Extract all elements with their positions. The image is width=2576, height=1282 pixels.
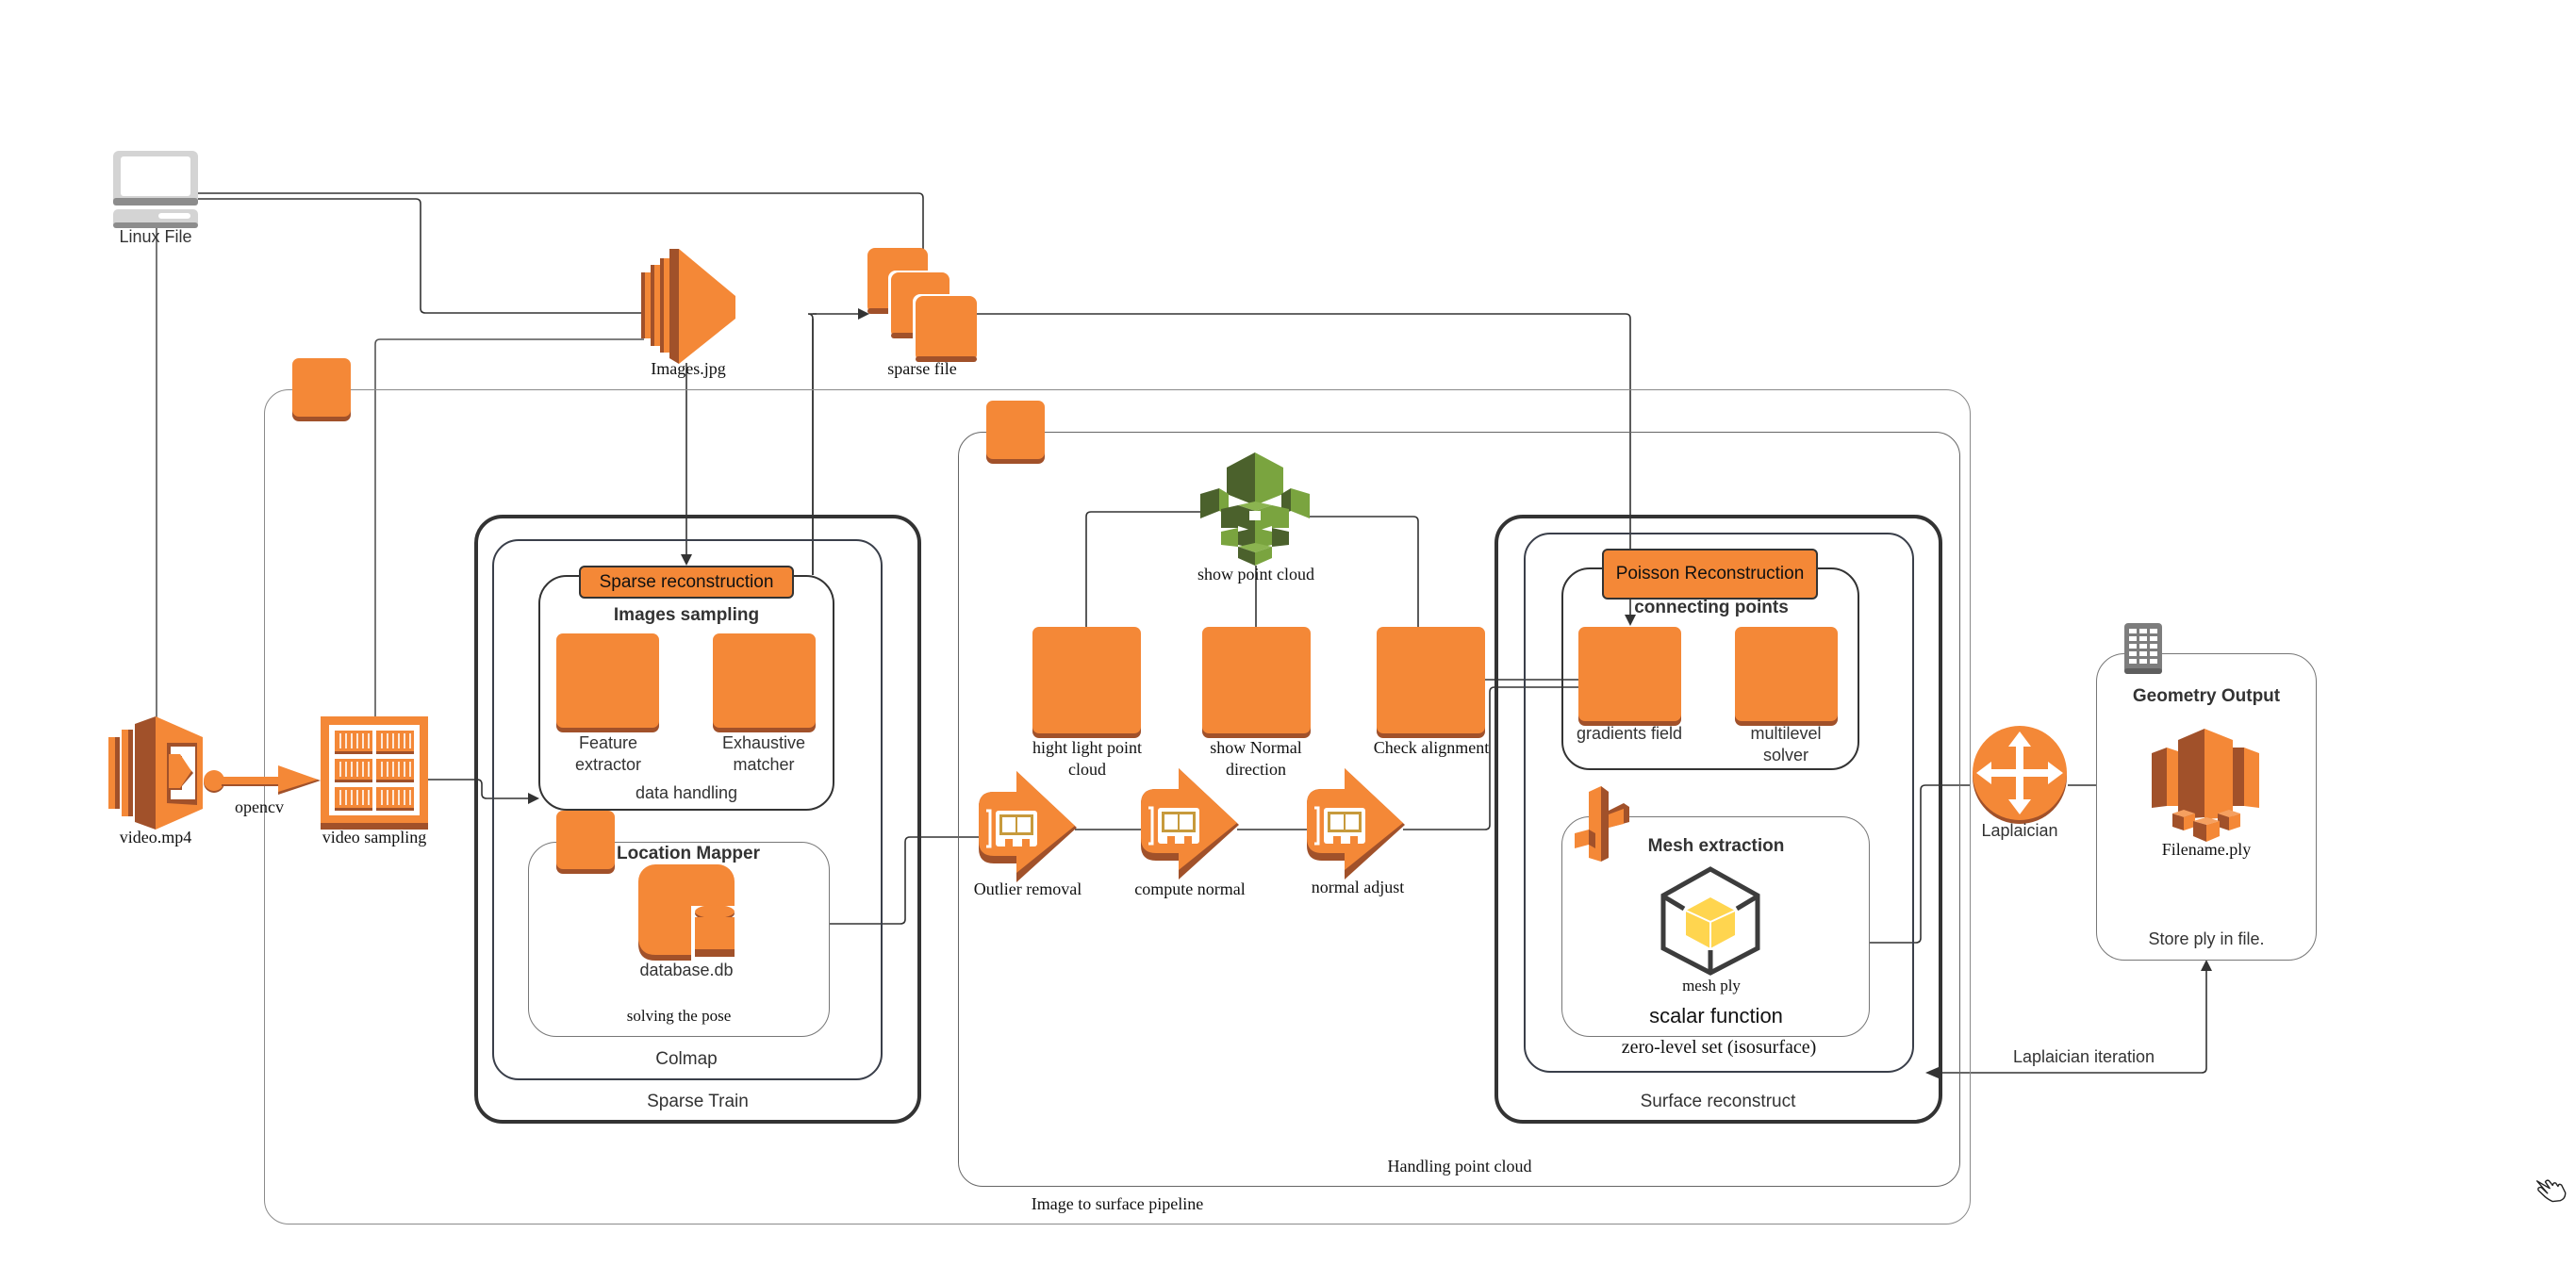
frame-image-to-surface-pipeline <box>264 389 1971 1224</box>
gradients-field-label: gradients field <box>1576 724 1683 743</box>
file-output-icon[interactable] <box>2152 729 2259 842</box>
frame-label-surface-reconstruct: Surface reconstruct <box>1640 1092 1796 1111</box>
frame-handling-point-cloud <box>958 432 1960 1187</box>
group-location-mapper <box>528 842 830 1037</box>
exhaustive-matcher-node[interactable] <box>713 633 816 728</box>
opencv-label: opencv <box>235 797 284 816</box>
handling-group-icon <box>986 401 1045 459</box>
show-point-cloud-label: show point cloud <box>1197 565 1314 583</box>
cubes-cluster-icon[interactable] <box>1200 452 1310 566</box>
mesh-extraction-title: Mesh extraction <box>1647 836 1785 856</box>
multilevel-solver-node[interactable] <box>1735 627 1838 721</box>
compute-normal-step-icon[interactable] <box>1141 768 1239 879</box>
frame-zero-level-set <box>1524 533 1914 1073</box>
frame-label-sparse-train: Sparse Train <box>647 1092 749 1111</box>
location-mapper-title: Location Mapper <box>616 844 760 863</box>
store-ply-label: Store ply in file. <box>2148 929 2265 948</box>
exhaustive-matcher-label: Exhaustive matcher <box>721 733 806 774</box>
multilevel-solver-label: multilevel solver <box>1750 724 1822 764</box>
frames-grid-icon[interactable] <box>321 716 428 830</box>
location-mapper-icon <box>556 811 615 869</box>
normal-adjust-step-icon[interactable] <box>1307 768 1405 879</box>
computer-icon[interactable] <box>111 149 200 230</box>
image-stack-icon[interactable] <box>641 249 735 364</box>
compute-normal-label: compute normal <box>1134 879 1246 898</box>
database-label: database.db <box>639 961 734 979</box>
check-alignment-label: Check alignment <box>1373 738 1490 757</box>
file-stack-icon[interactable] <box>867 248 977 363</box>
normal-adjust-label: normal adjust <box>1311 878 1405 896</box>
sparse-reconstruction-header[interactable]: Sparse reconstruction <box>579 566 794 599</box>
linux-file-label: Linux File <box>119 227 192 246</box>
highlight-point-cloud-label: hight light point cloud <box>1032 738 1142 780</box>
frame-label-colmap: Colmap <box>655 1049 718 1069</box>
gradients-field-node[interactable] <box>1578 627 1681 721</box>
solving-pose-label: solving the pose <box>626 1007 732 1025</box>
group-geometry-output <box>2096 653 2317 961</box>
show-normal-direction-label: show Normal direction <box>1210 738 1302 780</box>
opencv-arrow-icon <box>203 764 321 801</box>
feature-extractor-label: Feature extractor <box>574 733 642 774</box>
images-sampling-title: Images sampling <box>613 605 760 625</box>
frame-label-pipeline: Image to surface pipeline <box>1031 1194 1204 1213</box>
images-jpg-label: Images.jpg <box>651 359 726 378</box>
laplaician-iteration-label: Laplaician iteration <box>2012 1047 2155 1066</box>
frame-surface-reconstruct <box>1494 515 1942 1124</box>
outlier-removal-label: Outlier removal <box>973 879 1082 898</box>
hand-cursor-icon <box>2535 1171 2568 1207</box>
scalar-function-label: scalar function <box>1649 1004 1783 1027</box>
mesh-ply-label: mesh ply <box>1682 977 1741 994</box>
connector-linux-to-sparse <box>198 192 924 250</box>
connecting-points-title: connecting points <box>1634 598 1789 617</box>
mesh-cube-icon[interactable] <box>1660 865 1761 977</box>
feature-extractor-node[interactable] <box>556 633 659 728</box>
zero-level-set-label: zero-level set (isosurface) <box>1621 1037 1817 1058</box>
mesh-tool-icon <box>1575 786 1629 862</box>
server-icon <box>2124 623 2162 674</box>
laplaician-label: Laplaician <box>1981 821 2058 840</box>
connector-linux-to-images <box>198 198 644 314</box>
poisson-reconstruction-header[interactable]: Poisson Reconstruction <box>1602 549 1818 600</box>
pipeline-group-icon <box>292 358 351 417</box>
sparse-file-label: sparse file <box>887 359 957 378</box>
video-icon[interactable] <box>108 716 205 830</box>
filename-ply-label: Filename.ply <box>2161 840 2252 859</box>
geometry-output-title: Geometry Output <box>2132 686 2281 706</box>
laplaician-router-icon[interactable] <box>1971 726 2069 824</box>
data-handling-label: data handling <box>635 783 738 802</box>
frame-sparse-train <box>474 515 921 1124</box>
frame-colmap <box>492 539 883 1080</box>
highlight-point-cloud-node[interactable] <box>1032 627 1141 733</box>
database-icon[interactable] <box>638 864 738 962</box>
check-alignment-node[interactable] <box>1377 627 1485 733</box>
group-mesh-extraction <box>1561 816 1870 1037</box>
outlier-removal-step-icon[interactable] <box>979 771 1077 882</box>
show-normal-direction-node[interactable] <box>1202 627 1311 733</box>
video-sampling-label: video sampling <box>322 828 427 846</box>
frame-label-handling: Handling point cloud <box>1387 1157 1532 1175</box>
video-mp4-label: video.mp4 <box>119 828 192 846</box>
